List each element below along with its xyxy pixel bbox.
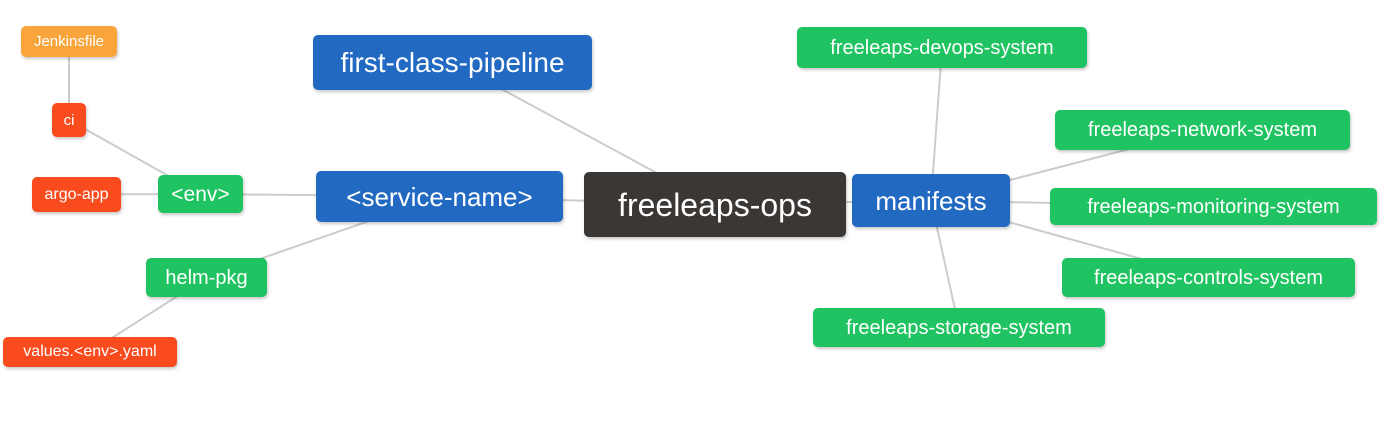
node-service-name[interactable]: <service-name> (316, 171, 563, 222)
node-values-env-yaml[interactable]: values.<env>.yaml (3, 337, 177, 367)
node-freeleaps-network-system[interactable]: freeleaps-network-system (1055, 110, 1350, 150)
node-freeleaps-controls-system[interactable]: freeleaps-controls-system (1062, 258, 1355, 297)
node-freeleaps-ops[interactable]: freeleaps-ops (584, 172, 846, 237)
node-freeleaps-devops-system[interactable]: freeleaps-devops-system (797, 27, 1087, 68)
node-freeleaps-storage-system[interactable]: freeleaps-storage-system (813, 308, 1105, 347)
node-jenkinsfile[interactable]: Jenkinsfile (21, 26, 117, 57)
node-ci[interactable]: ci (52, 103, 86, 137)
node-freeleaps-monitoring-system[interactable]: freeleaps-monitoring-system (1050, 188, 1377, 225)
node-argo-app[interactable]: argo-app (32, 177, 121, 212)
node-helm-pkg[interactable]: helm-pkg (146, 258, 267, 297)
node-first-class-pipeline[interactable]: first-class-pipeline (313, 35, 592, 90)
node-env[interactable]: <env> (158, 175, 243, 213)
node-manifests[interactable]: manifests (852, 174, 1010, 227)
